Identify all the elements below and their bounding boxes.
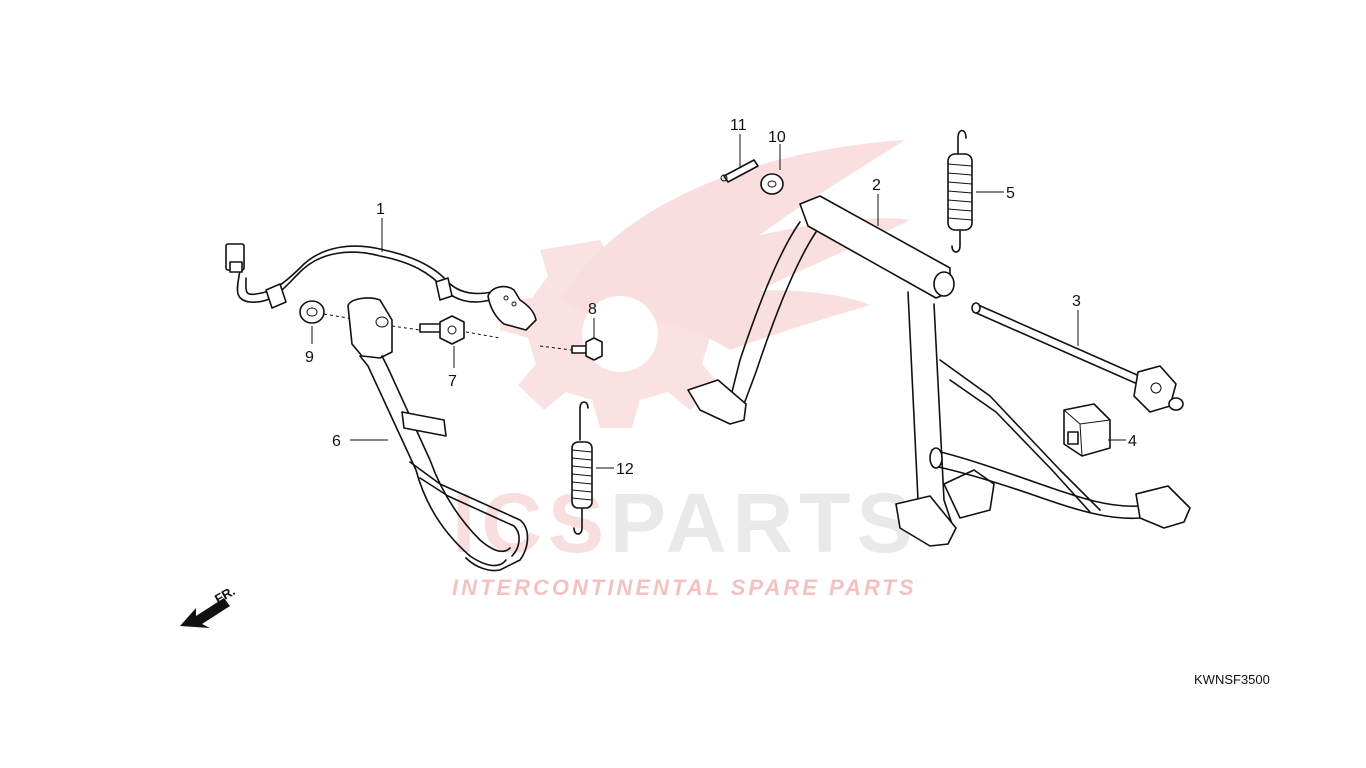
part-11-cotter-pin bbox=[720, 159, 759, 183]
watermark-brand-main: PARTS bbox=[610, 476, 918, 570]
part-5-main-stand-spring bbox=[947, 129, 973, 253]
watermark-brand: ICSPARTS bbox=[452, 476, 919, 570]
part-9-nut bbox=[299, 300, 325, 324]
callout-8: 8 bbox=[588, 301, 597, 318]
part-6-side-stand bbox=[347, 297, 529, 572]
callout-12: 12 bbox=[616, 461, 634, 478]
watermark-tagline: INTERCONTINENTAL SPARE PARTS bbox=[452, 575, 917, 600]
part-4-stopper-rubber bbox=[1063, 403, 1111, 457]
callout-6: 6 bbox=[332, 433, 341, 450]
callout-9: 9 bbox=[305, 349, 314, 366]
callout-11: 11 bbox=[730, 117, 747, 134]
part-10-washer bbox=[760, 173, 784, 195]
part-2-main-stand bbox=[687, 195, 1191, 547]
callout-7: 7 bbox=[448, 373, 457, 390]
callout-10: 10 bbox=[768, 129, 786, 146]
front-arrow-icon bbox=[180, 598, 230, 628]
part-1-wire-harness bbox=[225, 243, 537, 331]
callout-5: 5 bbox=[1006, 185, 1015, 202]
watermark: ICSPARTS bbox=[452, 140, 919, 570]
callout-3: 3 bbox=[1072, 293, 1081, 310]
diagram-code: KWNSF3500 bbox=[1194, 672, 1270, 687]
callout-4: 4 bbox=[1128, 433, 1137, 450]
part-7-pivot-bolt bbox=[419, 315, 465, 345]
front-label: FR. bbox=[212, 583, 238, 606]
part-3-stand-pivot-shaft bbox=[971, 302, 1184, 413]
front-direction-marker: FR. bbox=[180, 583, 238, 628]
watermark-wing-emblem bbox=[500, 140, 910, 428]
part-12-side-stand-spring bbox=[571, 401, 593, 535]
callout-1: 1 bbox=[376, 201, 385, 218]
callout-2: 2 bbox=[872, 177, 881, 194]
